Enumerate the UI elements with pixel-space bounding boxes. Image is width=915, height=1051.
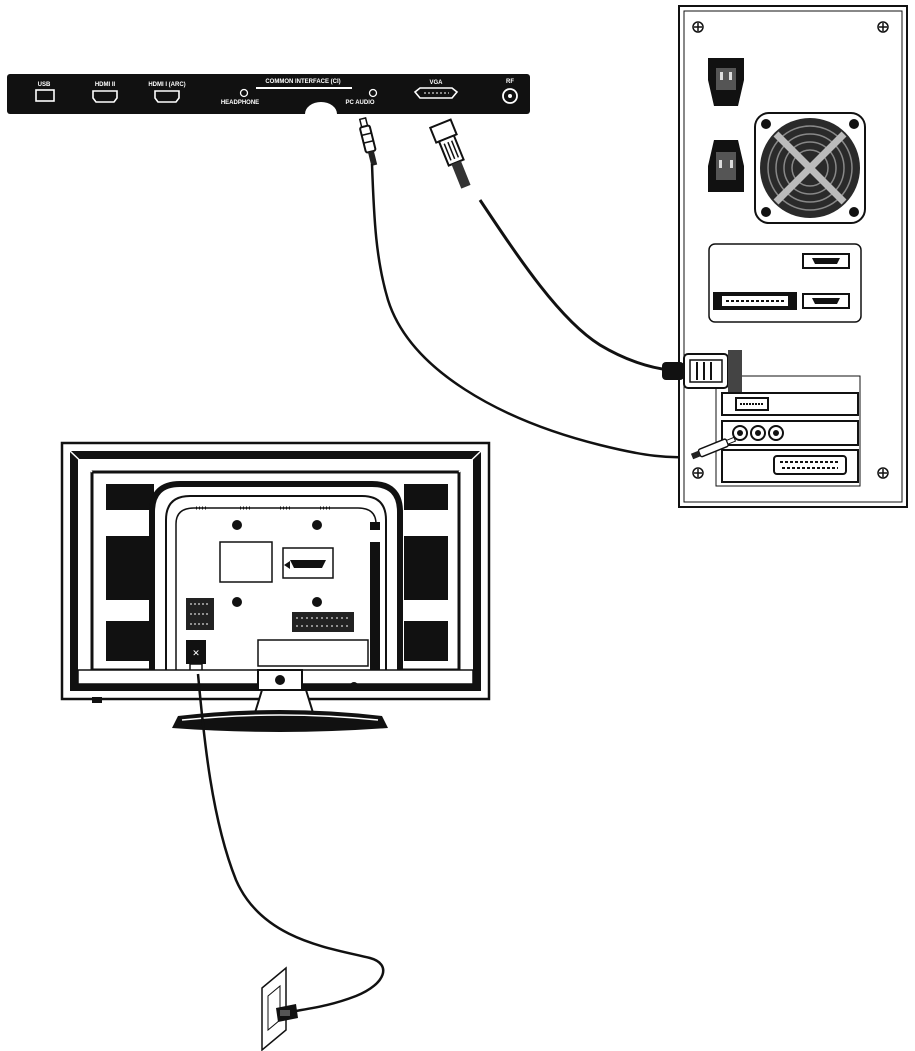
expansion-slots bbox=[715, 375, 861, 487]
vent-panels bbox=[106, 484, 448, 661]
audio-plug-pc-end bbox=[690, 436, 737, 460]
rf-label: RF bbox=[506, 79, 514, 85]
power-cable bbox=[196, 673, 385, 1014]
audio-plug bbox=[358, 117, 378, 166]
tv-port-panel: USB HDMI II HDMI I (ARC) COMMON INTERFAC… bbox=[7, 74, 530, 114]
vesa-mount-holes bbox=[232, 520, 322, 607]
audio-cable bbox=[370, 163, 707, 459]
side-io-ports bbox=[186, 598, 214, 630]
hdmi1-label: HDMI I (ARC) bbox=[148, 82, 185, 88]
rating-label-box bbox=[219, 541, 273, 583]
game-port-card bbox=[721, 449, 859, 483]
hdmi2-label: HDMI II bbox=[95, 82, 116, 88]
pc-audio-label: PC AUDIO bbox=[345, 100, 374, 106]
vga-plug-pc-end bbox=[662, 350, 742, 392]
power-plug bbox=[276, 1004, 298, 1022]
pc-audio-jack: PC AUDIO bbox=[345, 88, 378, 106]
vga-card bbox=[721, 392, 859, 416]
screw-icon bbox=[877, 21, 889, 33]
io-panel bbox=[708, 243, 862, 323]
tv-vga-port bbox=[282, 547, 334, 579]
screw-icon bbox=[692, 467, 704, 479]
serial-port bbox=[802, 253, 850, 269]
vga-port: VGA bbox=[413, 80, 459, 99]
panel-notch bbox=[305, 102, 337, 114]
rear-io-ports bbox=[292, 612, 354, 632]
rf-port: RF bbox=[502, 79, 518, 104]
screw-icon bbox=[877, 467, 889, 479]
hdmi2-port: HDMI II bbox=[92, 82, 118, 103]
usb-label: USB bbox=[38, 82, 51, 88]
tv-power-socket: ✕ bbox=[186, 640, 206, 675]
headphone-label: HEADPHONE bbox=[221, 100, 259, 106]
fan-icon bbox=[754, 112, 866, 224]
power-outlet bbox=[708, 140, 744, 192]
common-interface-slot: COMMON INTERFACE (CI) bbox=[256, 79, 352, 89]
io-cover bbox=[257, 639, 369, 667]
serial-port bbox=[802, 293, 850, 309]
tv-stand bbox=[172, 689, 388, 732]
headphone-jack: HEADPHONE bbox=[221, 88, 259, 106]
tv-back: ✕ bbox=[60, 441, 491, 703]
parallel-port bbox=[713, 292, 797, 310]
side-rail bbox=[370, 522, 380, 672]
svg-text:✕: ✕ bbox=[192, 648, 200, 658]
vga-cable bbox=[478, 199, 671, 372]
usb-port: USB bbox=[35, 82, 55, 102]
common-interface-label: COMMON INTERFACE (CI) bbox=[265, 79, 340, 85]
vga-label: VGA bbox=[429, 80, 443, 86]
wall-outlet bbox=[261, 966, 287, 1051]
power-inlet bbox=[708, 58, 744, 106]
vga-plug-tv-end bbox=[428, 118, 471, 189]
pc-tower bbox=[662, 5, 908, 508]
screw-icon bbox=[692, 21, 704, 33]
hdmi1-arc-port: HDMI I (ARC) bbox=[148, 82, 186, 103]
sound-card bbox=[721, 420, 859, 446]
